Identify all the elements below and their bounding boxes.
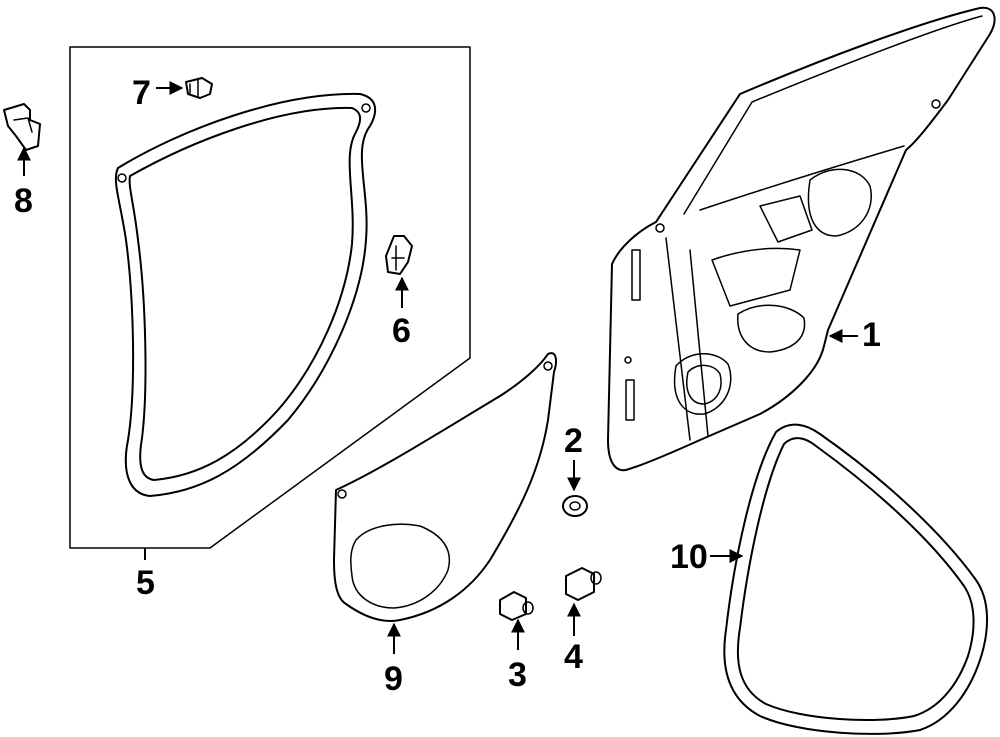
- clip-6-part: [385, 235, 413, 275]
- glass-run-seal-part: [723, 423, 988, 735]
- callout-number-1: 1: [862, 316, 881, 354]
- bumper-3-part: [499, 591, 534, 621]
- bracket-8-part: [3, 103, 41, 151]
- nut-2-part: [562, 495, 588, 517]
- bumper-4-part: [565, 567, 602, 601]
- clip-7-part: [185, 77, 213, 99]
- insulator-panel-part: [333, 352, 557, 622]
- door-weatherstrip-part: [114, 92, 377, 497]
- callout-number-4: 4: [564, 638, 583, 676]
- callout-number-6: 6: [392, 312, 411, 350]
- group-box-outline: [69, 46, 471, 549]
- callout-number-2: 2: [564, 422, 583, 460]
- door-shell-part: [607, 6, 996, 472]
- callout-number-10: 10: [670, 538, 708, 576]
- callout-number-3: 3: [508, 656, 527, 694]
- callout-number-8: 8: [14, 182, 33, 220]
- callout-number-9: 9: [384, 660, 403, 698]
- callout-number-5: 5: [136, 564, 155, 602]
- callout-number-7: 7: [132, 74, 151, 112]
